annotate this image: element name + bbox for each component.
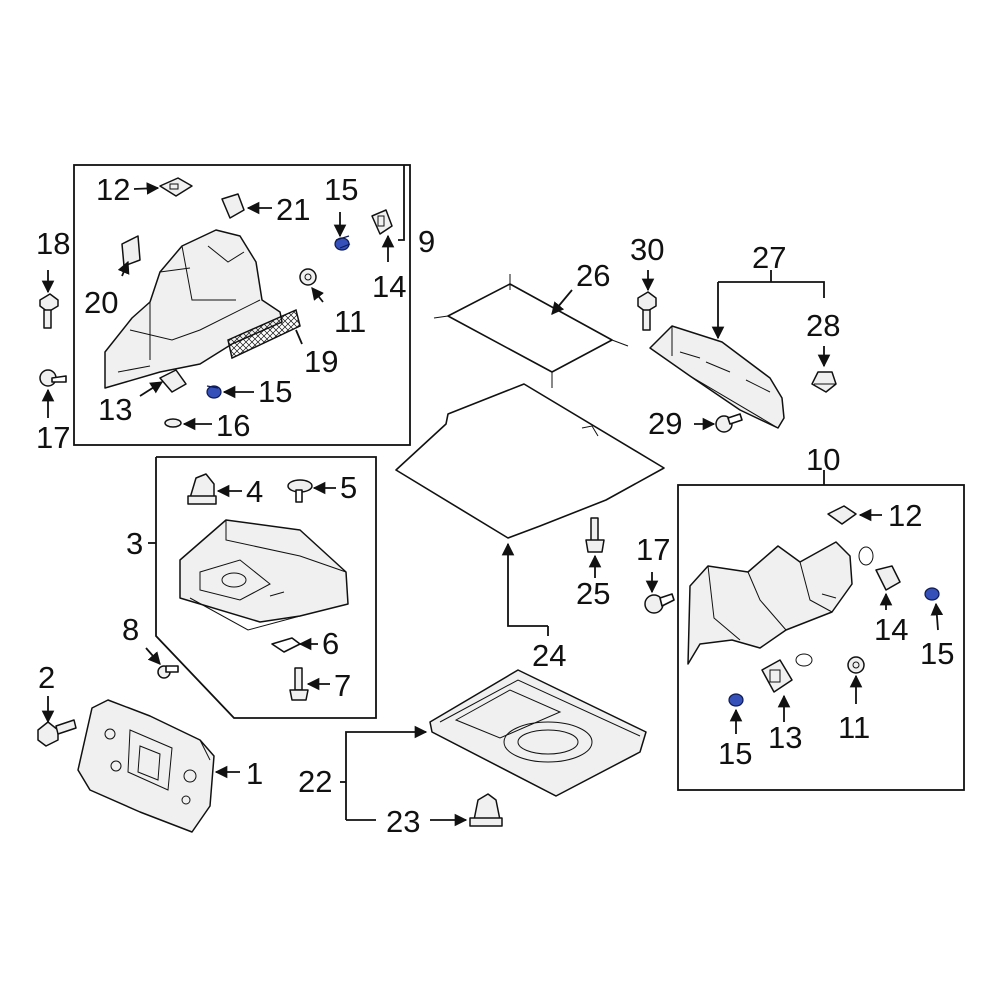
part-17-pin-left[interactable]	[39, 369, 67, 387]
group-box-10	[677, 484, 965, 791]
part-11-clip-round-top[interactable]	[299, 268, 317, 286]
part-21-bracket-left[interactable]	[221, 193, 245, 219]
callout-13-left: 13	[98, 392, 132, 427]
callout-18: 18	[36, 226, 70, 261]
callout-3: 3	[126, 526, 143, 561]
callout-14-top: 14	[372, 269, 406, 304]
part-18-bolt[interactable]	[39, 293, 59, 329]
callout-20: 20	[84, 285, 118, 320]
callout-6: 6	[322, 626, 339, 661]
part-7-bolt[interactable]	[289, 667, 309, 701]
part-8-pin[interactable]	[157, 665, 179, 679]
callout-8: 8	[122, 612, 139, 647]
part-30-bolt[interactable]	[637, 291, 657, 331]
part-27-sill-plate[interactable]	[649, 325, 785, 429]
part-16-washer[interactable]	[164, 418, 182, 428]
callout-10: 10	[806, 442, 840, 477]
part-12-clip-left[interactable]	[159, 177, 193, 197]
part-1-back-panel-trim[interactable]	[77, 699, 215, 833]
callout-26: 26	[576, 258, 610, 293]
callout-9: 9	[418, 224, 435, 259]
callout-27: 27	[752, 240, 786, 275]
part-4-clip[interactable]	[187, 473, 217, 505]
callout-24: 24	[532, 638, 566, 673]
part-15-screw-bottom[interactable]	[728, 693, 744, 707]
callout-2: 2	[38, 660, 55, 695]
callout-15-top: 15	[324, 172, 358, 207]
part-6-bracket[interactable]	[271, 637, 301, 653]
callout-17-left: 17	[36, 420, 70, 455]
callout-23: 23	[386, 804, 420, 839]
part-15-screw-right[interactable]	[924, 587, 940, 601]
callout-28: 28	[806, 308, 840, 343]
callout-11-top: 11	[334, 304, 366, 339]
part-3-package-tray[interactable]	[179, 519, 349, 631]
part-9-trunk-trim-left[interactable]	[104, 229, 283, 389]
part-24-floor-mat[interactable]	[395, 383, 665, 539]
callout-15-left: 15	[258, 374, 292, 409]
callout-17-right: 17	[636, 532, 670, 567]
callout-7: 7	[334, 668, 351, 703]
callout-19: 19	[304, 344, 338, 379]
callout-22: 22	[298, 764, 332, 799]
part-2-bolt[interactable]	[37, 719, 77, 747]
callout-14-right: 14	[874, 612, 908, 647]
part-12-clip-right[interactable]	[827, 505, 857, 525]
callout-30: 30	[630, 232, 664, 267]
callout-12-left: 12	[96, 172, 130, 207]
part-28-clip[interactable]	[811, 371, 837, 393]
part-5-rivet[interactable]	[287, 479, 313, 503]
part-14-grommet-top[interactable]	[371, 209, 393, 235]
callout-5: 5	[340, 470, 357, 505]
part-15-screw-left[interactable]	[206, 385, 222, 399]
part-29-pin[interactable]	[715, 413, 743, 433]
group-box-3	[155, 456, 377, 719]
callout-13-right: 13	[768, 720, 802, 755]
part-13-grommet-right[interactable]	[761, 659, 793, 693]
part-10-trunk-trim-right[interactable]	[687, 541, 874, 667]
callout-15-bottom: 15	[718, 736, 752, 771]
part-22-spare-tire-cover[interactable]	[429, 669, 647, 797]
part-11-clip-round-right[interactable]	[847, 656, 865, 674]
part-26-cargo-cover[interactable]	[433, 274, 629, 388]
callout-11-right: 11	[838, 710, 870, 745]
callout-21: 21	[276, 192, 310, 227]
callout-15-right: 15	[920, 636, 954, 671]
part-13-grommet-left[interactable]	[159, 369, 187, 393]
callout-1: 1	[246, 756, 263, 791]
callout-12-right: 12	[888, 498, 922, 533]
part-17-pin-right[interactable]	[644, 593, 675, 614]
callout-29: 29	[648, 406, 682, 441]
callout-16: 16	[216, 408, 250, 443]
group-box-9	[73, 164, 411, 446]
part-15-screw-top[interactable]	[334, 235, 351, 251]
part-23-clip[interactable]	[469, 793, 503, 827]
part-25-bolt[interactable]	[585, 517, 605, 553]
part-19-cargo-net[interactable]	[227, 308, 301, 360]
callout-4: 4	[246, 474, 263, 509]
leader-lines	[41, 165, 944, 827]
part-20-pad[interactable]	[121, 235, 141, 267]
callout-25: 25	[576, 576, 610, 611]
part-14-grommet-right[interactable]	[875, 565, 901, 591]
